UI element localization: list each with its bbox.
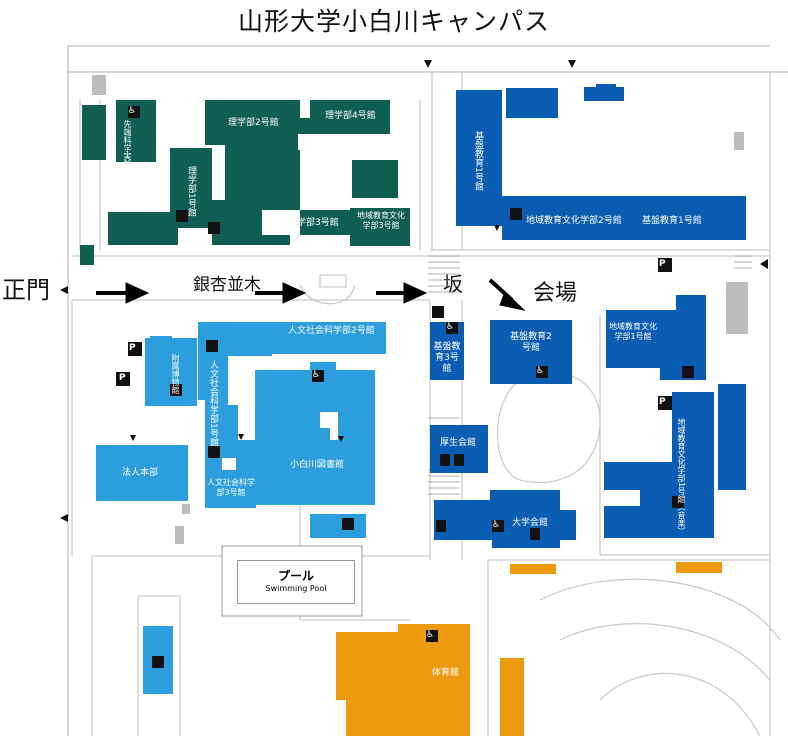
building-label-jinbun3[interactable]: 人文社会科学部3号館 [207,478,255,497]
building-label-rigaku3[interactable]: 理学部3号館 [288,218,339,228]
sports-facilities [336,562,722,736]
science-buildings [80,100,410,265]
main-gate-label: 正門 [2,276,50,304]
parking-icons [116,258,672,410]
general-education-buildings [430,84,746,548]
pool-label-en: Swimming Pool [265,584,327,593]
building-label-rigaku2[interactable]: 理学部2号館 [228,118,279,128]
building-label-kiban1[interactable]: 基盤教育1号館 [473,131,483,191]
pool-label-jp: プール [277,569,314,583]
library-courtyard [222,412,338,470]
map-title: 山形大学小白川キャンパス [237,7,550,36]
accessible-icon: ♿ [492,520,501,530]
building-label-chiiki2[interactable]: 地域教育文化学部2号館 [526,216,622,226]
building-label-gym[interactable]: 体育館 [432,668,460,678]
route-arrows [96,278,526,311]
building-label-kiban3[interactable]: 基盤教育3号館 [433,342,461,374]
slope-label: 坂 [443,272,463,296]
ginkgo-avenue-label: 銀杏並木 [193,275,261,295]
building-label-fuzoku[interactable]: 附属博物館 [171,354,180,394]
accessible-icons [128,106,694,668]
accessible-icon: ♿ [128,106,137,116]
humanities-buildings [96,322,386,694]
accessible-icon: ♿ [446,322,455,332]
building-label-kosei[interactable]: 厚生会館 [440,438,477,448]
accessible-icon: ♿ [536,366,545,376]
accessible-icon: ♿ [426,630,435,640]
building-label-rigaku1[interactable]: 理学部1号館 [186,165,196,217]
building-label-hojin[interactable]: 法人本部 [122,468,159,478]
building-label-library[interactable]: 小白川図書館 [290,460,345,470]
parking-icon: P [119,373,126,383]
building-label-chiiki3[interactable]: 地域教育文化学部3号館 [357,211,405,230]
venue-label: 会場 [533,281,578,306]
parking-icon: P [129,343,136,353]
pool-label[interactable]: プール Swimming Pool [237,560,355,604]
building-label-kiban1b[interactable]: 基盤教育1号館 [642,216,702,226]
building-label-rigaku4[interactable]: 理学部4号館 [325,111,376,121]
building-label-chiiki-music[interactable]: 地域教育文化学部1号館（音楽） [677,418,686,536]
accessible-icon: ♿ [312,370,321,380]
building-label-senshin[interactable]: 先端科学実験棟 [123,120,132,176]
building-label-chiiki1[interactable]: 地域教育文化学部1号館 [609,322,657,341]
building-label-daigaku[interactable]: 大学会館 [512,518,549,528]
building-label-jinbun1[interactable]: 人文社会科学部1号館 [208,360,218,447]
building-label-jinbun2[interactable]: 人文社会科学部2号館 [288,326,375,336]
parking-icon: P [659,259,666,269]
gray-blocks [92,75,748,544]
building-label-kiban2[interactable]: 基盤教育2号館 [510,332,552,353]
parking-icon: P [659,397,666,407]
